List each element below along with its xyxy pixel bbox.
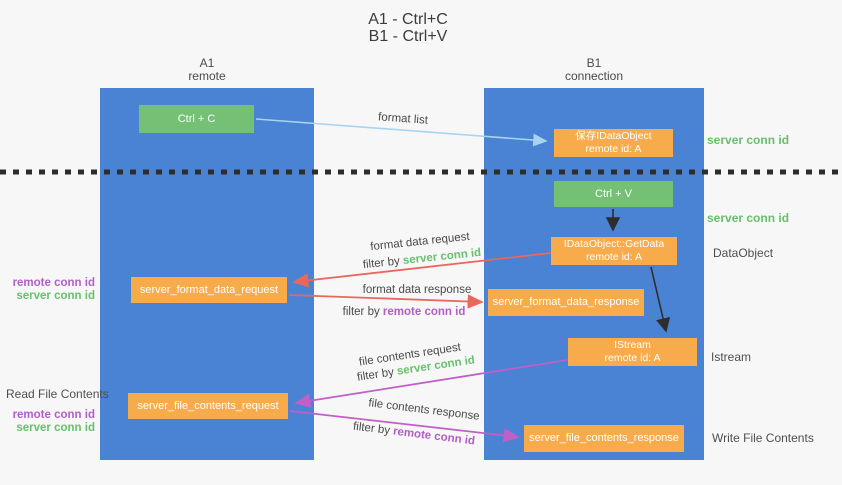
arrow-format-data-response (288, 294, 484, 309)
node-idataobject-getdata-line1: IDataObject::GetData (563, 238, 665, 250)
label-remote-conn-id-lower-left: remote conn id (12, 409, 95, 421)
label-dataobject: DataObject (713, 246, 774, 260)
diagram-title: A1 - Ctrl+C B1 - Ctrl+V (328, 11, 488, 45)
lane-a1-subtitle: remote (188, 69, 226, 83)
lane-header-b1: B1 connection (484, 57, 704, 83)
node-istream-line2: remote id: A (604, 352, 661, 364)
node-server-file-contents-response-label: server_file_contents_response (529, 432, 679, 444)
node-ctrl-c: Ctrl + C (139, 105, 254, 133)
lane-header-a1: A1 remote (100, 57, 314, 83)
node-server-format-data-request: server_format_data_request (131, 277, 287, 303)
node-server-format-data-request-label: server_format_data_request (139, 283, 279, 296)
node-save-idataobject-line2: remote id: A (585, 143, 642, 155)
title-line-2: B1 - Ctrl+V (368, 28, 448, 45)
node-idataobject-getdata-line2: remote id: A (585, 251, 643, 263)
arrow-format-list (255, 118, 548, 147)
arrow-format-data-request (292, 252, 552, 288)
lane-a1-title: A1 (199, 56, 215, 70)
label-write-file-contents: Write File Contents (712, 431, 814, 445)
node-server-file-contents-request-label: server_file_contents_request (137, 399, 279, 412)
node-server-file-contents-response: server_file_contents_response (524, 425, 684, 452)
label-server-conn-id-mid-right: server conn id (707, 211, 790, 225)
node-istream: IStream remote id: A (568, 338, 697, 366)
node-server-format-data-response: server_format_data_response (488, 289, 644, 316)
node-save-idataobject-line1: 保存IDataObject (575, 130, 652, 142)
node-ctrl-v: Ctrl + V (554, 181, 673, 207)
label-server-conn-id-upper-left: server conn id (16, 289, 95, 302)
label-remote-conn-id-upper-left: remote conn id (12, 277, 95, 289)
label-server-conn-id-top-right: server conn id (707, 133, 790, 147)
lane-b1-title: B1 (586, 56, 602, 70)
arrow-getdata-to-istream (650, 266, 671, 333)
remote-conn-id-text: remote conn id (382, 306, 466, 318)
node-istream-line1: IStream (614, 339, 651, 351)
node-server-format-data-response-label: server_format_data_response (492, 296, 640, 308)
label-read-file-contents: Read File Contents (6, 387, 109, 401)
label-server-conn-id-lower-left: server conn id (16, 421, 95, 434)
edge-label-format-data-response: format data response (362, 284, 472, 296)
label-conn-ids-left-lower: remote conn id server conn id (0, 409, 95, 434)
filter-by-text: filter by (342, 306, 383, 318)
node-save-idataobject: 保存IDataObject remote id: A (554, 129, 673, 157)
node-idataobject-getdata: IDataObject::GetData remote id: A (551, 237, 677, 265)
node-ctrl-c-label: Ctrl + C (177, 112, 216, 125)
arrow-file-contents-response (289, 410, 520, 443)
label-istream: Istream (711, 350, 752, 364)
title-line-1: A1 - Ctrl+C (368, 11, 448, 28)
node-ctrl-v-label: Ctrl + V (595, 187, 632, 200)
lane-b1-subtitle: connection (564, 69, 624, 83)
label-conn-ids-left-upper: remote conn id server conn id (0, 277, 95, 302)
node-server-file-contents-request: server_file_contents_request (128, 393, 288, 419)
arrow-file-contents-request (294, 359, 568, 408)
edge-label-format-data-response-filter: filter by remote conn id (343, 306, 466, 318)
